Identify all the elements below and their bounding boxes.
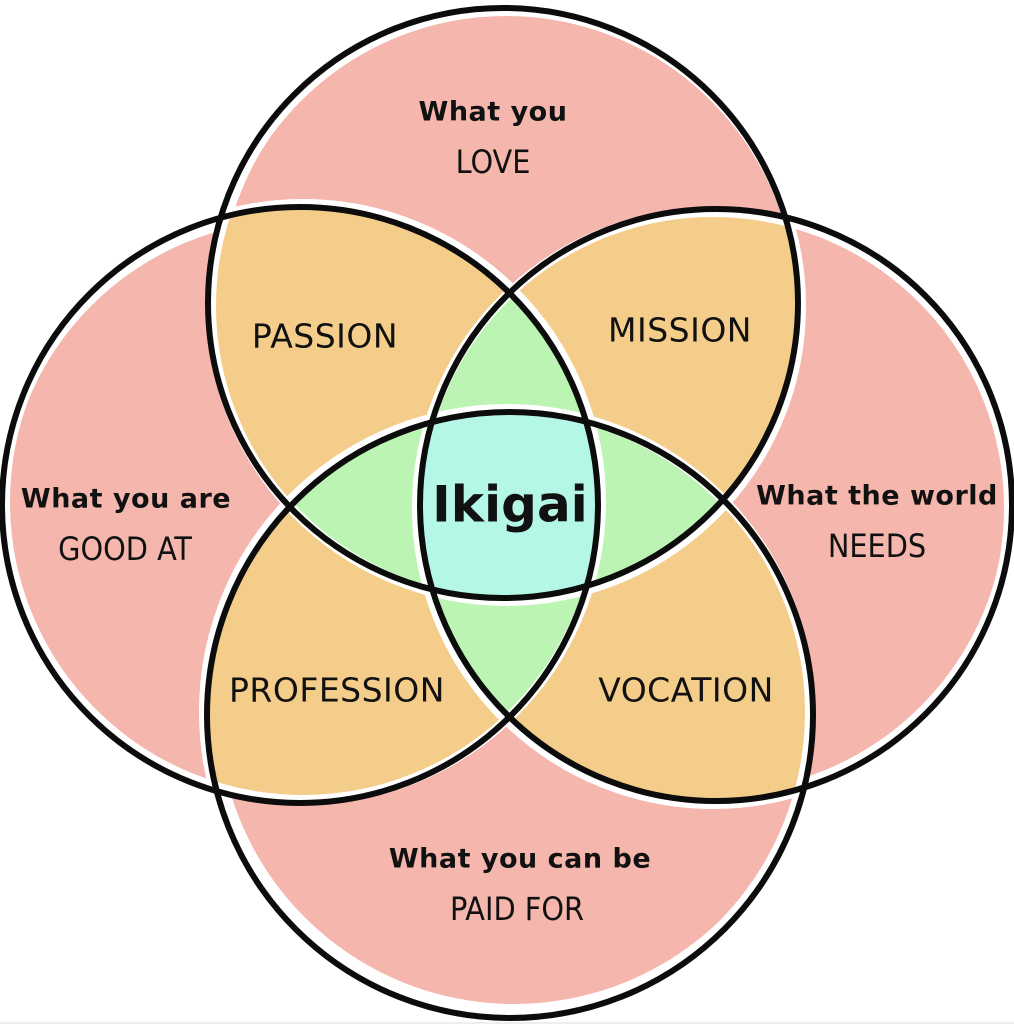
world-needs-circle-outline bbox=[417, 206, 1014, 804]
good-at-label-line2: GOOD AT bbox=[58, 530, 192, 568]
love-label-line1: What you bbox=[419, 97, 568, 128]
circle-labels: What you LOVE What you are GOOD AT What … bbox=[21, 97, 998, 929]
paid-for-label-line1: What you can be bbox=[389, 844, 651, 875]
intersection-labels: PASSION MISSION PROFESSION VOCATION bbox=[229, 311, 774, 710]
vocation-label: VOCATION bbox=[598, 671, 774, 710]
love-circle-outline bbox=[205, 5, 801, 601]
bottom-edge-strip bbox=[0, 1022, 1014, 1024]
triple-region-left bbox=[208, 412, 596, 598]
paid-for-circle-outline bbox=[204, 409, 816, 1021]
world-needs-label-line2: NEEDS bbox=[828, 527, 926, 565]
love-label-line2: LOVE bbox=[456, 143, 531, 181]
ikigai-center-label: Ikigai bbox=[432, 476, 588, 534]
profession-label: PROFESSION bbox=[229, 671, 445, 710]
good-at-circle-outline bbox=[0, 204, 601, 806]
world-needs-label-line1: What the world bbox=[756, 481, 998, 512]
paid-for-label-line2: PAID FOR bbox=[450, 890, 584, 928]
mission-label: MISSION bbox=[608, 311, 752, 350]
passion-label: PASSION bbox=[252, 317, 398, 356]
outlines bbox=[0, 5, 1014, 1021]
good-at-label-line1: What you are bbox=[21, 484, 231, 515]
